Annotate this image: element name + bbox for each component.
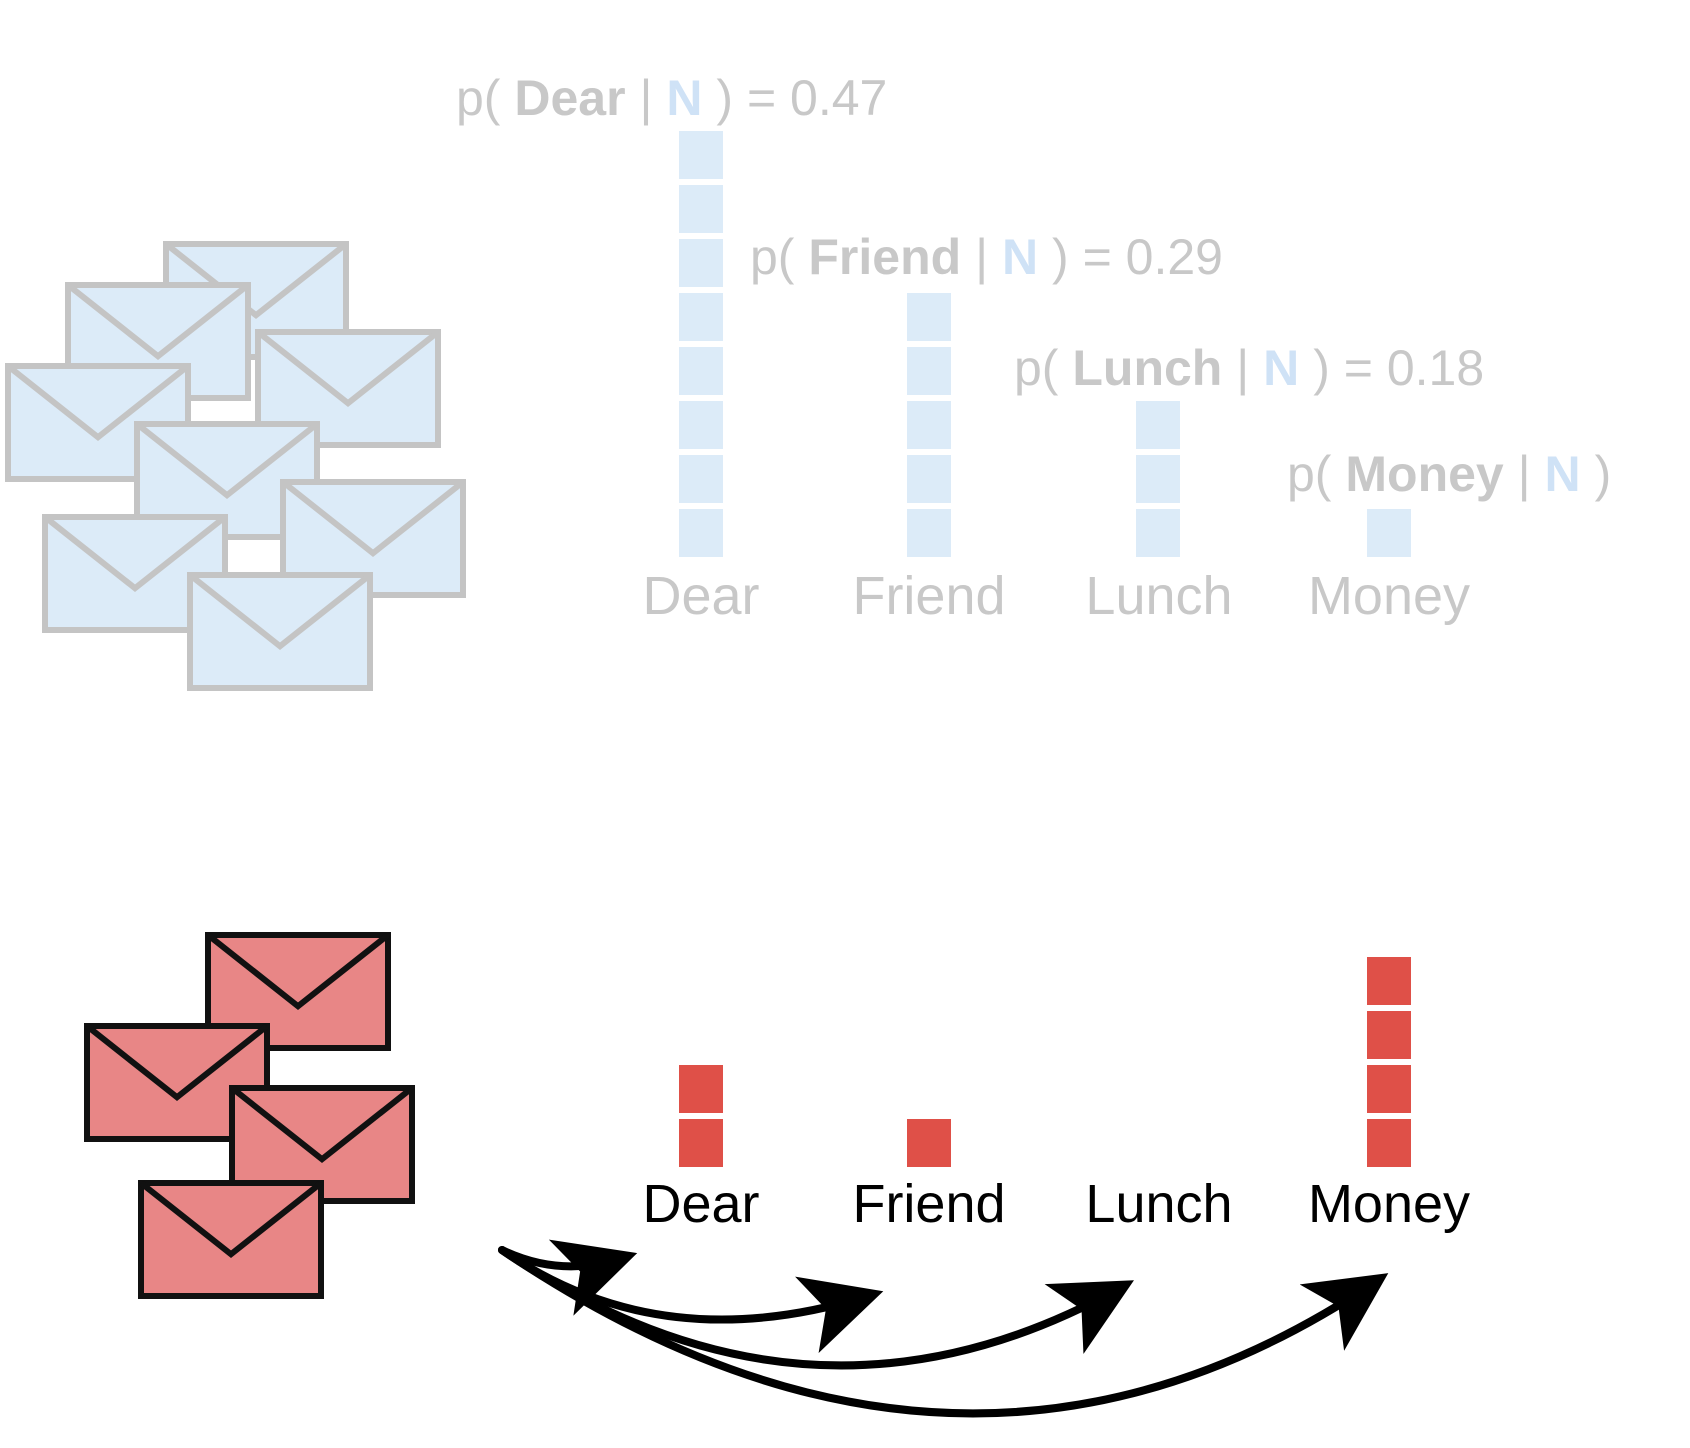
prob-bar: | — [1236, 340, 1249, 396]
prob-value: = 0.29 — [1083, 229, 1223, 285]
spam-bar-dear — [679, 1065, 723, 1167]
arrow-to-money — [498, 1246, 1389, 1418]
spam-word-label-friend: Friend — [852, 1174, 1005, 1234]
spam-word-labels: Dear Friend Lunch Money — [642, 1174, 1470, 1234]
normal-bar-unit — [679, 347, 723, 395]
envelope-flap — [256, 329, 440, 408]
spam-word-count-bars — [679, 957, 1411, 1167]
normal-word-label-lunch: Lunch — [1085, 566, 1232, 626]
normal-word-label-friend: Friend — [852, 566, 1005, 626]
normal-bar-unit — [679, 131, 723, 179]
spam-envelope-icon — [229, 1085, 415, 1204]
envelope-body — [138, 1180, 324, 1299]
spam-bar-unit — [679, 1119, 723, 1167]
spam-bar-unit — [1367, 1119, 1411, 1167]
prob-prefix: p( — [1014, 340, 1059, 396]
prob-close: ) — [1052, 229, 1069, 285]
spam-bar-unit — [1367, 1011, 1411, 1059]
prob-close: ) — [1313, 340, 1330, 396]
spam-bar-unit — [679, 1065, 723, 1113]
envelope-flap — [43, 514, 227, 593]
prob-word: Friend — [808, 229, 961, 285]
envelope-flap — [139, 1180, 323, 1259]
normal-bar-unit — [907, 509, 951, 557]
normal-bar-unit — [907, 293, 951, 341]
normal-bar-unit — [1136, 455, 1180, 503]
prob-label-friend: p( Friend | N ) = 0.29 — [750, 229, 1223, 285]
word-arrows — [498, 1239, 1389, 1418]
envelope-flap — [281, 479, 465, 558]
normal-bar-friend — [907, 293, 951, 557]
prob-prefix: p( — [456, 70, 501, 126]
spam-bar-unit — [907, 1119, 951, 1167]
normal-bar-dear — [679, 131, 723, 557]
normal-bar-unit — [1136, 401, 1180, 449]
spam-word-label-dear: Dear — [642, 1174, 759, 1234]
spam-word-label-lunch: Lunch — [1085, 1174, 1232, 1234]
prob-bar: | — [639, 70, 652, 126]
prob-word: Dear — [514, 70, 625, 126]
prob-label-money: p( Money | N ) — [1287, 446, 1611, 502]
normal-word-label-dear: Dear — [642, 566, 759, 626]
prob-close: ) — [716, 70, 733, 126]
normal-bar-unit — [907, 455, 951, 503]
normal-bar-unit — [679, 293, 723, 341]
prob-label-lunch: p( Lunch | N ) = 0.18 — [1014, 340, 1484, 396]
spam-word-label-money: Money — [1308, 1174, 1470, 1234]
normal-word-labels: Dear Friend Lunch Money — [642, 566, 1470, 626]
spam-envelope-icon — [138, 1180, 324, 1299]
envelope-flap — [206, 932, 390, 1011]
envelope-flap — [66, 282, 250, 361]
prob-class-symbol: N — [1545, 446, 1581, 502]
prob-bar: | — [1518, 446, 1531, 502]
prob-bar: | — [975, 229, 988, 285]
envelope-flap — [164, 241, 348, 320]
prob-class-symbol: N — [666, 70, 702, 126]
spam-bar-unit — [1367, 1065, 1411, 1113]
normal-bar-unit — [1136, 509, 1180, 557]
envelope-flap — [135, 421, 319, 500]
normal-bar-unit — [1367, 509, 1411, 557]
prob-label-dear: p( Dear | N ) = 0.47 — [456, 70, 887, 126]
normal-bar-unit — [907, 401, 951, 449]
normal-word-count-bars — [679, 131, 1411, 557]
envelope-flap — [85, 1023, 269, 1102]
envelope-flap — [188, 572, 372, 651]
normal-probability-labels: p( Dear | N ) = 0.47 p( Friend | N ) = 0… — [456, 70, 1611, 502]
normal-bar-lunch — [1136, 401, 1180, 557]
normal-messages-pile — [5, 241, 466, 691]
normal-bar-unit — [679, 455, 723, 503]
normal-bar-money — [1367, 509, 1411, 557]
normal-bar-unit — [679, 401, 723, 449]
prob-prefix: p( — [750, 229, 795, 285]
prob-value: = 0.18 — [1344, 340, 1484, 396]
spam-messages-pile — [84, 932, 415, 1299]
prob-class-symbol: N — [1002, 229, 1038, 285]
prob-word: Money — [1345, 446, 1504, 502]
spam-bar-friend — [907, 1119, 951, 1167]
envelope-flap — [230, 1085, 414, 1164]
normal-bar-unit — [679, 509, 723, 557]
spam-bar-unit — [1367, 957, 1411, 1005]
envelope-body — [187, 572, 373, 691]
normal-envelope-icon — [187, 572, 373, 691]
normal-bar-unit — [679, 239, 723, 287]
normal-word-label-money: Money — [1308, 566, 1470, 626]
prob-value: = 0.47 — [747, 70, 887, 126]
spam-bar-money — [1367, 957, 1411, 1167]
prob-close: ) — [1595, 446, 1612, 502]
prob-word: Lunch — [1072, 340, 1222, 396]
normal-bar-unit — [907, 347, 951, 395]
prob-class-symbol: N — [1263, 340, 1299, 396]
envelope-flap — [6, 363, 190, 442]
prob-prefix: p( — [1287, 446, 1332, 502]
normal-bar-unit — [679, 185, 723, 233]
